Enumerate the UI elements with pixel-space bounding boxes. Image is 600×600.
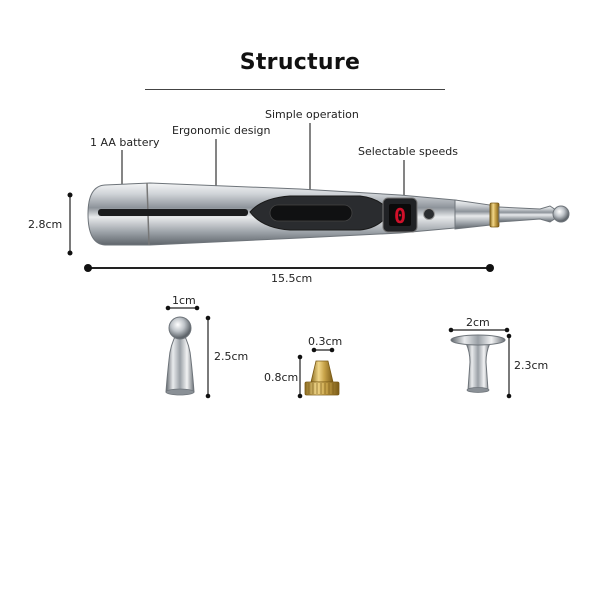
tip3-height-label: 2.3cm bbox=[514, 359, 549, 372]
speed-display-digit: 0 bbox=[394, 204, 406, 228]
tip2-width-label: 0.3cm bbox=[308, 335, 343, 348]
tip2-height-label: 0.8cm bbox=[264, 371, 299, 384]
pen-groove bbox=[98, 209, 248, 216]
speed-display-screen bbox=[389, 204, 411, 226]
operation-button bbox=[269, 204, 353, 222]
ball-tip bbox=[165, 316, 195, 396]
title-underline bbox=[145, 89, 445, 90]
callout-simple-operation: Simple operation bbox=[265, 108, 359, 121]
tip1-width-label: 1cm bbox=[172, 294, 196, 307]
page-title: Structure bbox=[239, 50, 361, 75]
pen-tip-shaft bbox=[498, 205, 557, 223]
brass-tip bbox=[304, 360, 340, 396]
pen-height-label: 2.8cm bbox=[28, 218, 63, 231]
callout-ergonomic: Ergonomic design bbox=[172, 124, 271, 137]
pen-neck bbox=[454, 199, 491, 230]
callout-battery: 1 AA battery bbox=[90, 136, 160, 149]
brass-collar bbox=[489, 202, 500, 228]
mode-button bbox=[423, 208, 435, 220]
callout-selectable-speeds: Selectable speeds bbox=[358, 145, 458, 158]
pen-length-label: 15.5cm bbox=[271, 272, 313, 285]
tip3-width-label: 2cm bbox=[466, 316, 490, 329]
tip1-height-label: 2.5cm bbox=[214, 350, 249, 363]
massage-pen: 0 bbox=[87, 182, 570, 246]
pen-tip-ball bbox=[552, 205, 570, 223]
flat-tip bbox=[450, 334, 506, 393]
